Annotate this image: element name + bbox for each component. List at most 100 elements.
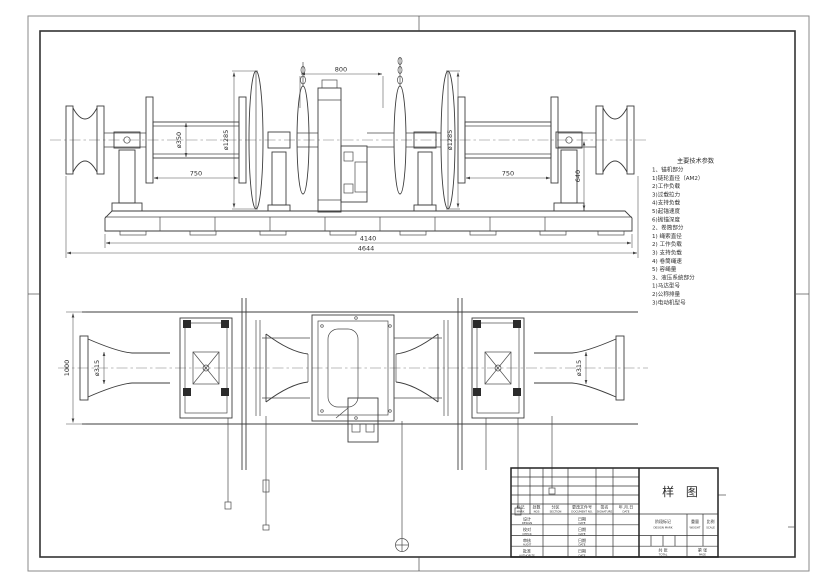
hydraulic-motor — [340, 145, 368, 203]
svg-text:日期: 日期 — [578, 548, 586, 554]
design-label: 设计 — [523, 516, 531, 522]
bearing-stand-left — [111, 131, 143, 212]
bearing-frame-left-plan — [179, 317, 233, 419]
dim-wheel-diameter-left: ø1285 — [222, 130, 230, 151]
svg-text:AUDIT: AUDIT — [523, 543, 532, 547]
total-label: 共 张 — [658, 547, 667, 553]
dim-800: 800 — [335, 66, 347, 74]
svg-text:DOCUMENT NO.: DOCUMENT NO. — [571, 509, 593, 513]
gearbox-plan — [311, 314, 395, 422]
drawing-title: 样 图 — [662, 484, 702, 499]
tech-param-line: 5)起锚速度 — [652, 207, 681, 215]
svg-text:日期: 日期 — [578, 516, 586, 522]
warping-head-right — [595, 105, 635, 175]
svg-text:SCALE: SCALE — [706, 526, 715, 530]
rope-drum-right — [457, 96, 559, 184]
scale-label: 比例 — [707, 518, 715, 524]
tech-param-line: 1) 绳索直径 — [652, 232, 682, 240]
top-view: 800 ø350 ø1285 ø1285 750 750 640 4140 — [50, 57, 646, 258]
sheet-frame — [27, 15, 810, 572]
bearing-stand-right — [553, 131, 596, 212]
bearing-frame-right-plan — [471, 317, 525, 419]
svg-text:DATE: DATE — [579, 521, 586, 525]
gearbox — [317, 79, 342, 213]
tech-param-line: 4)支持负载 — [652, 199, 681, 207]
tech-param-line: 1)马达型号 — [652, 282, 681, 290]
svg-text:DATE: DATE — [579, 532, 586, 536]
stage-label: 阶段标记 — [655, 518, 671, 524]
check-label: 校对 — [523, 526, 531, 532]
chain-gypsy-right — [367, 57, 407, 195]
tech-param-line: 3)电动机型号 — [652, 298, 686, 306]
mark-label: 标记 — [517, 504, 525, 510]
doc-no-label: 更改文件号 — [572, 504, 592, 510]
tech-param-line: 2) 工作负载 — [652, 240, 682, 248]
page-label: 第 张 — [698, 547, 707, 553]
plan-view-dimensions: 1000 ø315 ø315 — [63, 311, 588, 425]
svg-text:DATE: DATE — [623, 509, 630, 513]
warping-head-left-plan — [79, 335, 170, 401]
tech-param-line: 1)链轮直径（AM2） — [652, 174, 704, 182]
tech-param-line: 2)公称排量 — [652, 290, 681, 298]
svg-text:TOTAL: TOTAL — [658, 553, 668, 557]
tech-param-line: 3)过载拉力 — [652, 190, 681, 198]
svg-text:日期: 日期 — [578, 526, 586, 532]
bearing-stand-inner-left — [267, 131, 291, 212]
tech-param-line: 3、液压系统部分 — [652, 273, 695, 281]
warping-head-left — [65, 105, 146, 175]
tech-param-line: 4) 卷筒绳速 — [652, 257, 682, 265]
approve-label: 批准 — [523, 548, 531, 554]
signature-label: 签名 — [601, 504, 609, 510]
brake-handles — [224, 416, 556, 552]
stage-weight-scale: 阶段标记 DESIGN MARK 重量 WEIGHT 比例 SCALE — [653, 518, 715, 530]
bearing-stand-inner-right — [406, 131, 441, 212]
svg-text:SECTION: SECTION — [550, 509, 562, 513]
title-block: 样 图 标记 MARK 处数 NOS 分区 SECTION 更改文件号 DOCU… — [510, 467, 719, 558]
svg-text:NOS: NOS — [534, 509, 540, 513]
tech-params-heading: 主要技术参数 — [677, 157, 715, 165]
tech-param-line: 2)工作负载 — [652, 182, 681, 190]
dim-640: 640 — [574, 170, 582, 182]
dim-750-right: 750 — [502, 170, 514, 178]
hydraulic-motor-plan — [335, 397, 379, 443]
rope-drum-left — [145, 96, 247, 184]
audit-label: 审核 — [523, 537, 531, 543]
tech-params: 主要技术参数 1、锚机部分 1)链轮直径（AM2） 2)工作负载 3)过载拉力 … — [652, 157, 715, 306]
svg-text:日期: 日期 — [578, 537, 586, 543]
approval-rows: 设计 DESIGN 日期 DATE 校对 CHECK 日期 DATE 审核 AU… — [519, 516, 586, 558]
svg-text:SIGNATURE: SIGNATURE — [597, 509, 613, 513]
chain-gypsy-right-plan — [395, 333, 439, 403]
dim-capstan-diameter-right: ø315 — [575, 360, 583, 376]
svg-text:DESIGN: DESIGN — [522, 521, 532, 525]
svg-text:WEIGHT: WEIGHT — [690, 526, 701, 530]
dim-750-left: 750 — [190, 170, 202, 178]
section-label: 分区 — [552, 504, 560, 510]
date-label: 年.月.日 — [619, 504, 634, 510]
svg-text:PAGE: PAGE — [699, 553, 706, 557]
dim-4644: 4644 — [358, 245, 375, 253]
top-view-dimensions: 800 ø350 ø1285 ø1285 750 750 640 4140 — [65, 66, 639, 258]
outer-border — [27, 15, 810, 572]
plan-view: 1000 ø315 ø315 — [58, 298, 648, 552]
brake-discs-left-plan — [241, 298, 310, 470]
brake-discs-right-plan — [394, 298, 463, 470]
dim-4140: 4140 — [360, 235, 377, 243]
tech-param-line: 1、锚机部分 — [652, 166, 684, 174]
dim-1000: 1000 — [63, 360, 71, 377]
svg-text:CHECK: CHECK — [522, 532, 531, 536]
svg-text:DESIGN MARK: DESIGN MARK — [653, 526, 672, 530]
tech-param-line: 6)抛锚深度 — [652, 215, 681, 223]
dim-wheel-diameter-right: ø1285 — [446, 130, 454, 151]
dim-drum-diameter: ø350 — [175, 132, 183, 148]
dim-capstan-diameter-left: ø315 — [93, 360, 101, 376]
tech-param-line: 2、卷筒部分 — [652, 224, 684, 232]
weight-label: 重量 — [691, 518, 699, 524]
nos-label: 处数 — [533, 504, 541, 510]
svg-text:DATE: DATE — [579, 543, 586, 547]
tech-param-line: 5) 容绳量 — [652, 265, 677, 273]
svg-text:DATE: DATE — [579, 553, 586, 557]
tech-param-line: 3) 支持负载 — [652, 249, 682, 257]
svg-text:AUTHORIZE: AUTHORIZE — [519, 553, 535, 557]
